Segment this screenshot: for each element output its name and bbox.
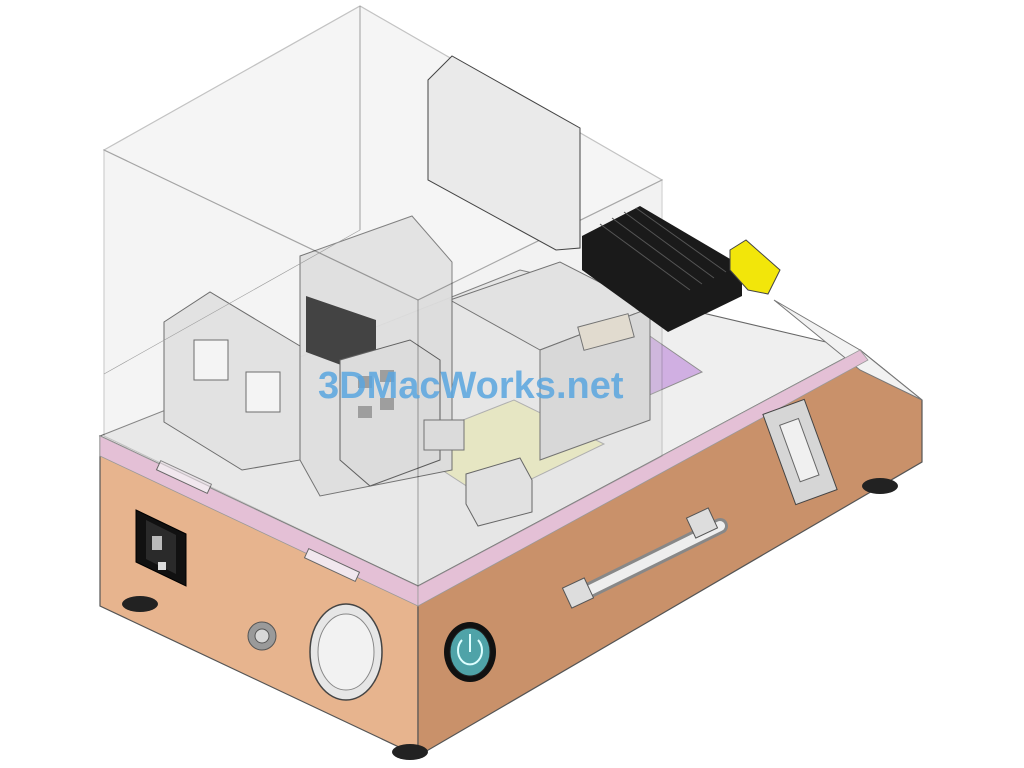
- left-bracket: [163, 291, 301, 471]
- trim-right: [417, 349, 869, 607]
- round-cover-icon: [309, 603, 383, 701]
- power-inlet-icon: [135, 509, 187, 587]
- clip-block-2: [423, 419, 465, 451]
- enclosure-left-face: [103, 149, 419, 587]
- connector-icon: [247, 621, 277, 651]
- foot-right: [862, 478, 898, 494]
- power-button-icon: [444, 622, 496, 682]
- hinge-left: [155, 459, 213, 495]
- hinge-front: [303, 547, 361, 583]
- foot-left: [122, 596, 158, 612]
- front-block: [465, 457, 533, 527]
- latch-icon: [762, 398, 838, 506]
- base-slope-strip: [773, 299, 923, 401]
- rear-module: [427, 55, 781, 332]
- center-block-stack: [339, 339, 441, 487]
- internal-fixtures: [163, 215, 704, 527]
- yellow-cap: [729, 239, 781, 295]
- handle-icon: [561, 507, 728, 609]
- watermark-text: 3DMacWorks.net: [318, 365, 624, 407]
- clip-block-1: [577, 313, 635, 351]
- foot-front: [392, 744, 428, 760]
- rear-box: [427, 55, 581, 251]
